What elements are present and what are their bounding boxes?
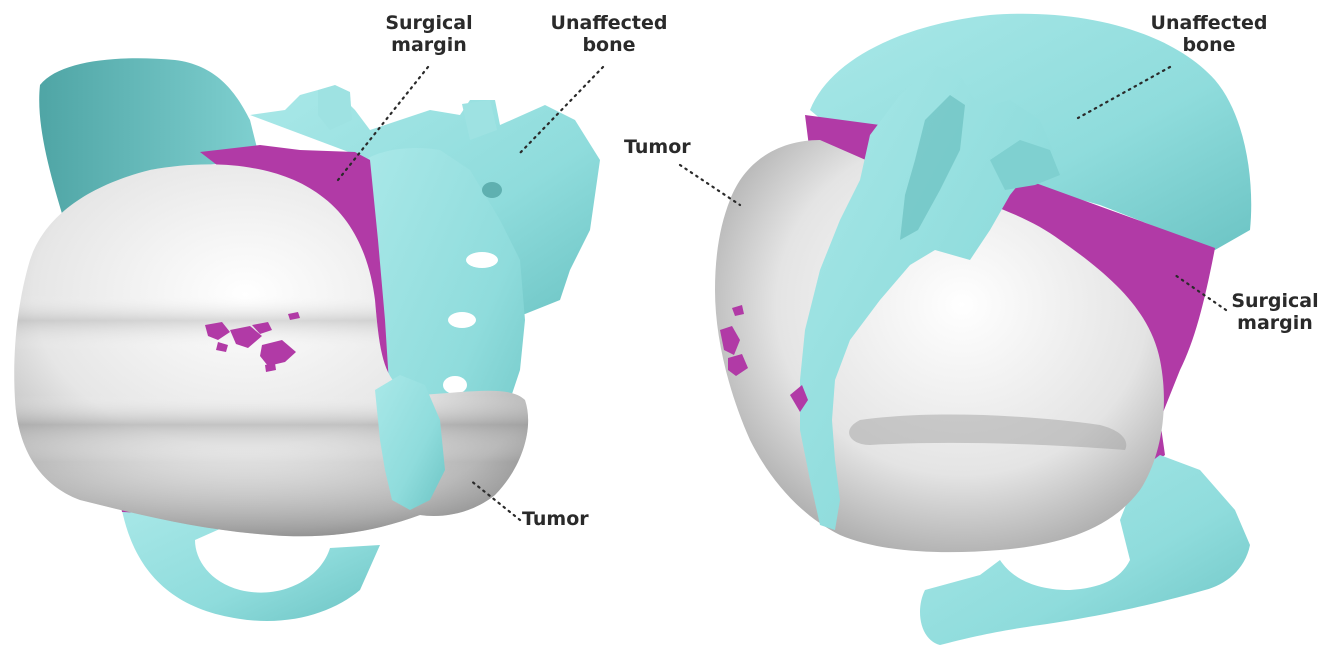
- label-left-tumor: Tumor: [522, 508, 606, 530]
- label-line: bone: [550, 34, 668, 56]
- label-right-tumor: Tumor: [624, 136, 704, 158]
- left-specimen: [14, 58, 600, 621]
- label-left-unaffected-bone: Unaffected bone: [550, 12, 668, 56]
- label-line: Surgical: [382, 12, 476, 34]
- label-line: Unaffected: [1150, 12, 1268, 34]
- right-specimen: [715, 14, 1251, 645]
- label-right-unaffected-bone: Unaffected bone: [1150, 12, 1268, 56]
- left-foramen-2: [448, 312, 476, 328]
- label-line: Unaffected: [550, 12, 668, 34]
- label-line: margin: [1228, 312, 1322, 334]
- left-foramen-4: [482, 182, 502, 198]
- left-foramen-3: [443, 376, 467, 394]
- label-right-surgical-margin: Surgical margin: [1228, 290, 1322, 334]
- label-line: bone: [1150, 34, 1268, 56]
- label-left-surgical-margin: Surgical margin: [382, 12, 476, 56]
- label-line: margin: [382, 34, 476, 56]
- label-line: Surgical: [1228, 290, 1322, 312]
- left-foramen-1: [466, 252, 498, 268]
